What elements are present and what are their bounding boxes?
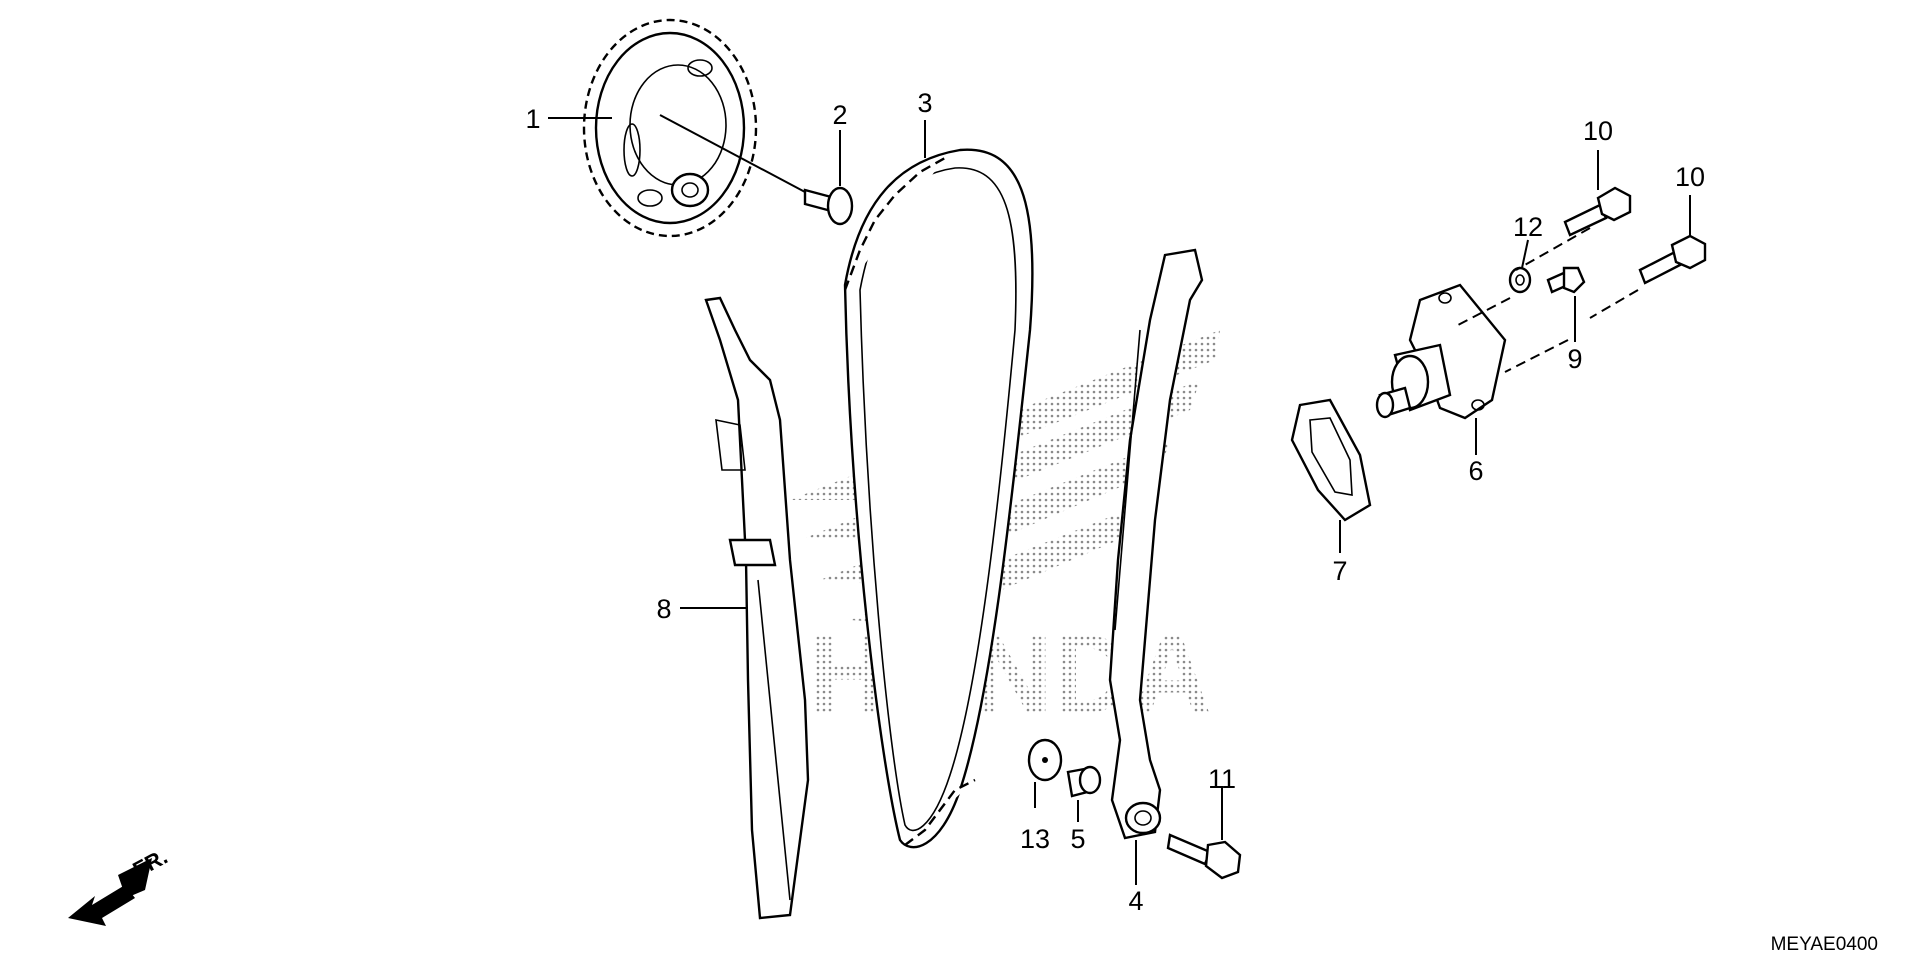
front-arrow: FR. [68, 844, 172, 926]
chain-tensioner-lifter [1375, 283, 1507, 420]
diagram-code: MEYAE0400 [1771, 934, 1878, 955]
callout-7: 7 [1332, 556, 1347, 586]
callout-8: 8 [656, 594, 671, 624]
callout-3: 3 [917, 88, 932, 118]
flange-bolt-right [1638, 234, 1707, 285]
callout-12: 12 [1513, 212, 1543, 242]
callout-2: 2 [832, 100, 847, 130]
sealing-bolt [1546, 266, 1586, 294]
callout-10b: 10 [1675, 162, 1705, 192]
chain-guide [704, 296, 810, 920]
callout-13: 13 [1020, 824, 1050, 854]
sprocket-bolt [659, 114, 854, 226]
cam-chain [843, 148, 1034, 849]
flange-bolt-upper [1563, 186, 1632, 237]
callout-6: 6 [1468, 456, 1483, 486]
tensioner-arm [1108, 248, 1204, 840]
pivot-collar [1066, 765, 1102, 798]
callout-10a: 10 [1583, 116, 1613, 146]
lifter-gasket [1290, 398, 1372, 522]
leader-lines [548, 117, 1691, 885]
pivot-washer [1027, 738, 1063, 782]
callout-5: 5 [1070, 824, 1085, 854]
callout-11: 11 [1208, 764, 1236, 794]
washer [1508, 266, 1532, 294]
callout-numbers: 1 2 3 4 5 6 7 8 9 10 10 11 12 13 [525, 88, 1705, 916]
callout-4: 4 [1128, 886, 1143, 916]
cam-sprocket [582, 18, 758, 238]
pivot-bolt [1166, 833, 1242, 880]
callout-1: 1 [525, 104, 540, 134]
callout-9: 9 [1567, 344, 1582, 374]
